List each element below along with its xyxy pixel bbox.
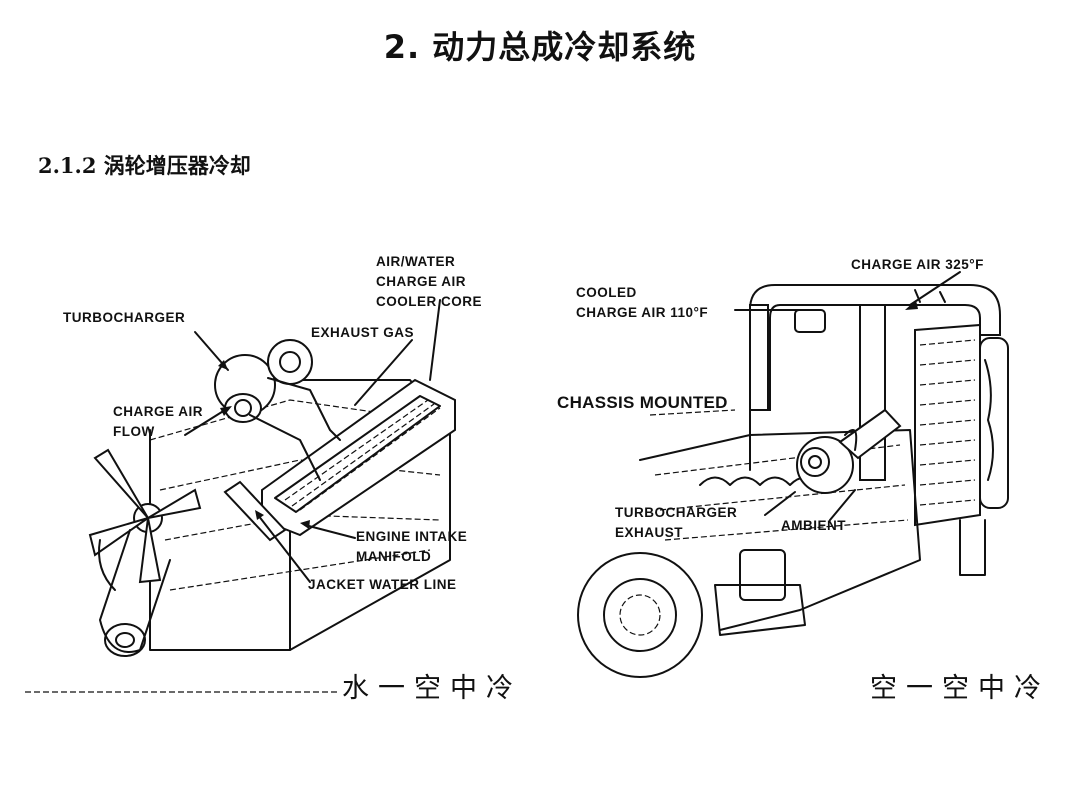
label-exhaust-gas: EXHAUST GAS	[311, 325, 415, 340]
label-charge-air-flow: CHARGE AIR FLOW	[113, 404, 204, 439]
section-subtitle: 2.1.2 涡轮增压器冷却	[38, 153, 251, 178]
belt	[99, 529, 171, 653]
left-caption: 水一空中冷	[342, 673, 522, 704]
label-charge-air-hot: CHARGE AIR 325°F	[851, 257, 984, 272]
label-ambient: AMBIENT	[781, 518, 846, 533]
right-caption: 空一空中冷	[870, 673, 1050, 704]
label-engine-intake-manifold: ENGINE INTAKE MANIFOLD	[356, 529, 468, 564]
right-engine-diagram	[577, 271, 1009, 678]
left-engine-diagram	[25, 299, 456, 693]
page-title: 2. 动力总成冷却系统	[383, 28, 697, 66]
flywheel	[577, 552, 703, 678]
label-cooled-charge-air: COOLED CHARGE AIR 110°F	[576, 285, 709, 320]
label-jacket-water-line: JACKET WATER LINE	[308, 577, 457, 592]
label-chassis-mounted: CHASSIS MOUNTED	[557, 393, 728, 412]
label-turbocharger-exhaust: TURBOCHARGER EXHAUST	[615, 505, 738, 540]
label-turbocharger: TURBOCHARGER	[63, 310, 186, 325]
engine-block-outline	[149, 379, 451, 651]
label-air-water-core: AIR/WATER CHARGE AIR COOLER CORE	[376, 254, 483, 309]
engine-block-outline	[639, 429, 921, 631]
air-cooler-core	[914, 323, 981, 527]
